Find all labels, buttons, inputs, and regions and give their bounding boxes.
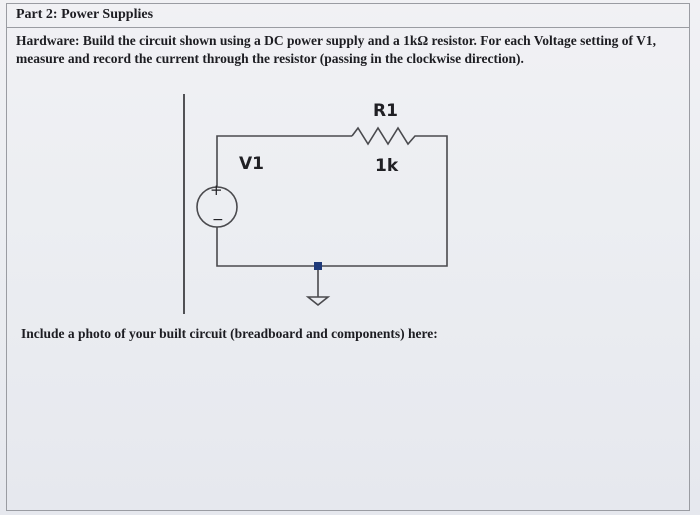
wire-top xyxy=(216,135,352,187)
minus-sign: − xyxy=(212,212,224,228)
hardware-instructions: Hardware: Build the circuit shown using … xyxy=(16,33,656,66)
ground-symbol xyxy=(305,296,331,307)
voltage-source-symbol xyxy=(196,186,238,228)
photo-prompt: Include a photo of your built circuit (b… xyxy=(21,326,438,341)
part-title: Part 2: Power Supplies xyxy=(16,7,154,22)
resistor-value-label: 1k xyxy=(375,156,399,176)
resistor-name-label: R1 xyxy=(373,101,398,121)
plus-sign: + xyxy=(210,181,223,199)
circuit-diagram: + − R1 1k V1 xyxy=(177,89,457,319)
wire-right xyxy=(216,135,448,267)
resistor-symbol xyxy=(351,126,422,146)
title-row: Part 2: Power Supplies xyxy=(7,4,689,28)
ground-node xyxy=(314,262,322,270)
lab-table: Part 2: Power Supplies Hardware: Build t… xyxy=(6,3,690,511)
source-name-label: V1 xyxy=(239,154,264,174)
circuit-schematic: + − R1 1k V1 xyxy=(183,94,448,314)
